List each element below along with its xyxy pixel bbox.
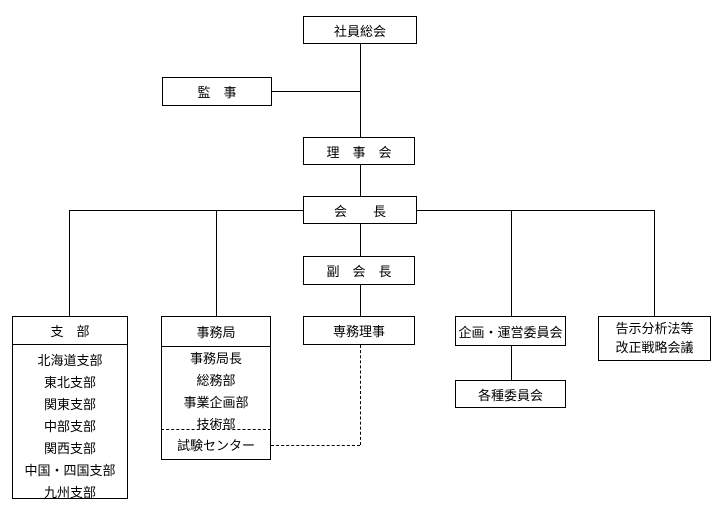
node-test-center: 試験センター <box>161 429 271 460</box>
connector-meeting-to-board <box>360 44 361 137</box>
connector-drop-to-planning-committee <box>511 210 512 316</box>
node-executive-director: 専務理事 <box>303 316 415 345</box>
branch-item: 関東支部 <box>43 398 96 413</box>
node-board-of-directors: 理 事 会 <box>303 137 415 165</box>
node-auditor-label: 監 事 <box>197 86 237 101</box>
node-auditor: 監 事 <box>162 77 272 106</box>
node-strategy-meeting-line2: 改正戦略会議 <box>615 340 694 356</box>
dashed-connector-executive-director-down <box>360 345 361 445</box>
node-secretariat-header-label: 事務局 <box>196 326 236 341</box>
node-general-meeting-label: 社員総会 <box>333 24 386 40</box>
branch-item: 北海道支部 <box>37 354 103 369</box>
connector-drop-to-branches <box>69 210 70 316</box>
connector-drop-to-secretariat <box>216 210 217 316</box>
connector-chairman-left-branch <box>69 210 303 211</box>
node-planning-operation-committee-label: 企画・運営委員会 <box>458 325 563 341</box>
node-vice-chairman: 副 会 長 <box>303 256 415 285</box>
node-planning-operation-committee: 企画・運営委員会 <box>455 316 566 346</box>
branch-item: 中国・四国支部 <box>24 464 116 479</box>
branch-item: 関西支部 <box>43 442 96 457</box>
node-various-committees: 各種委員会 <box>455 380 566 408</box>
secretariat-item: 事務局長 <box>189 352 242 367</box>
node-branches-list: 北海道支部 東北支部 関東支部 中部支部 関西支部 中国・四国支部 九州支部 <box>12 344 128 501</box>
node-branches-header: 支 部 <box>12 316 128 345</box>
branch-item: 東北支部 <box>43 376 96 391</box>
node-general-meeting: 社員総会 <box>303 16 417 44</box>
connector-planning-to-various-committees <box>511 346 512 380</box>
node-branches-header-label: 支 部 <box>50 325 90 340</box>
node-board-of-directors-label: 理 事 会 <box>326 145 392 161</box>
secretariat-item: 総務部 <box>196 374 236 389</box>
branch-item: 九州支部 <box>43 486 96 501</box>
node-vice-chairman-label: 副 会 長 <box>326 265 392 280</box>
node-chairman: 会 長 <box>303 196 417 224</box>
node-strategy-meeting-line1: 告示分析法等 <box>615 321 694 337</box>
connector-drop-to-strategy-meeting <box>654 210 655 316</box>
connector-board-to-chairman <box>360 165 361 196</box>
node-executive-director-label: 専務理事 <box>332 325 385 340</box>
connector-vice-chairman-to-executive-director <box>360 285 361 316</box>
node-strategy-meeting: 告示分析法等 改正戦略会議 <box>598 316 711 361</box>
node-secretariat-header: 事務局 <box>161 316 271 347</box>
node-chairman-label: 会 長 <box>333 204 386 220</box>
connector-chairman-right-branch <box>417 210 654 211</box>
dashed-connector-to-test-center <box>271 445 360 446</box>
node-test-center-label: 試験センター <box>176 439 255 454</box>
connector-auditor-to-trunk <box>272 91 360 92</box>
branch-item: 中部支部 <box>43 420 96 435</box>
node-secretariat-list: 事務局長 総務部 事業企画部 技術部 <box>161 346 271 433</box>
node-various-committees-label: 各種委員会 <box>477 388 543 404</box>
secretariat-item: 事業企画部 <box>183 396 249 411</box>
connector-chairman-to-vice-chairman <box>360 224 361 256</box>
